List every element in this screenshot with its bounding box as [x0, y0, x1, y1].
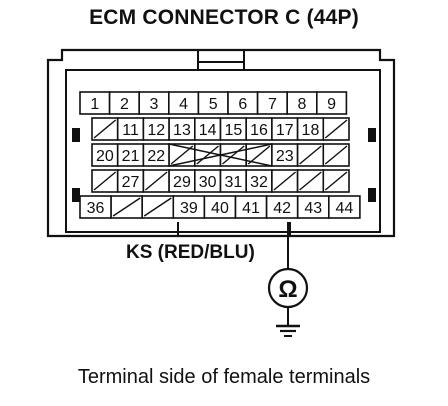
terminal-6: 6	[227, 91, 259, 115]
terminal-label: 40	[211, 200, 229, 217]
terminal-label: 15	[224, 122, 242, 139]
terminal-15: 15	[219, 117, 248, 141]
terminal-empty	[322, 117, 350, 141]
terminal-label: 32	[250, 174, 268, 191]
terminal-7: 7	[256, 91, 289, 115]
side-key-left-lower	[72, 188, 80, 202]
terminal-43: 43	[296, 195, 330, 219]
terminal-label: 29	[173, 174, 191, 191]
terminal-label: 1	[90, 96, 99, 113]
side-key-right-lower	[368, 188, 376, 202]
terminal-label: 42	[273, 200, 291, 217]
terminal-36: 36	[79, 195, 112, 219]
meter-symbol: Ω	[278, 276, 297, 303]
connector-outer-housing	[46, 48, 396, 238]
terminal-8: 8	[286, 91, 318, 115]
ground-icon	[276, 324, 300, 337]
terminal-empty	[219, 143, 248, 167]
wire-label: KS (RED/BLU)	[126, 242, 255, 263]
terminal-12: 12	[142, 117, 170, 141]
terminal-11: 11	[116, 117, 145, 141]
terminal-label: 9	[327, 96, 336, 113]
terminal-3: 3	[138, 91, 170, 115]
terminal-label: 2	[120, 96, 129, 113]
terminal-empty	[296, 169, 325, 193]
terminal-empty	[194, 143, 222, 167]
terminal-empty	[142, 169, 170, 193]
terminal-label: 8	[298, 96, 307, 113]
terminal-13: 13	[168, 117, 196, 141]
terminal-empty	[91, 169, 119, 193]
terminal-label: 31	[224, 174, 242, 191]
terminal-label: 6	[238, 96, 247, 113]
terminal-20: 20	[91, 143, 119, 167]
terminal-4: 4	[168, 91, 200, 115]
terminal-empty	[322, 143, 350, 167]
terminal-16: 16	[245, 117, 273, 141]
terminal-41: 41	[234, 195, 268, 219]
terminal-label: 36	[87, 200, 105, 217]
terminal-label: 44	[335, 200, 353, 217]
terminal-label: 4	[179, 96, 188, 113]
terminal-label: 23	[276, 148, 294, 165]
terminal-17: 17	[271, 117, 299, 141]
terminal-40: 40	[203, 195, 237, 219]
terminal-44: 44	[327, 195, 361, 219]
terminal-label: 41	[242, 200, 260, 217]
terminal-14: 14	[194, 117, 222, 141]
terminal-30: 30	[194, 169, 222, 193]
terminal-label: 3	[150, 96, 159, 113]
terminal-22: 22	[142, 143, 170, 167]
terminal-label: 18	[302, 122, 320, 139]
diagram-caption: Terminal side of female terminals	[77, 366, 371, 388]
terminal-empty	[91, 117, 119, 141]
terminal-5: 5	[197, 91, 229, 115]
terminal-39: 39	[172, 195, 206, 219]
terminal-label: 12	[147, 122, 165, 139]
terminal-empty	[168, 143, 196, 167]
terminal-label: 11	[122, 122, 139, 139]
terminal-empty	[141, 195, 175, 219]
terminal-empty	[296, 143, 325, 167]
terminal-1: 1	[79, 91, 111, 115]
terminal-42: 42	[265, 195, 299, 219]
side-key-left	[72, 128, 80, 142]
terminal-23: 23	[271, 143, 299, 167]
bottom-notch	[177, 222, 291, 236]
terminal-29: 29	[168, 169, 196, 193]
terminal-label: 16	[250, 122, 268, 139]
terminal-31: 31	[219, 169, 248, 193]
terminal-label: 20	[96, 148, 114, 165]
terminal-empty	[271, 169, 299, 193]
terminal-label: 22	[147, 148, 165, 165]
terminal-label: 5	[209, 96, 218, 113]
terminal-9: 9	[315, 91, 348, 115]
terminal-label: 21	[122, 148, 140, 165]
terminal-label: 27	[122, 174, 140, 191]
terminal-21: 21	[116, 143, 145, 167]
ohmmeter-icon: Ω	[267, 267, 309, 309]
terminal-label: 13	[173, 122, 191, 139]
terminal-empty	[245, 143, 273, 167]
terminal-label: 39	[180, 200, 198, 217]
diagram-title: ECM CONNECTOR C (44P)	[89, 6, 359, 29]
terminal-empty	[322, 169, 350, 193]
terminal-label: 7	[268, 96, 277, 113]
terminal-32: 32	[245, 169, 273, 193]
terminal-27: 27	[116, 169, 145, 193]
unused-block-cross	[168, 143, 273, 167]
lock-tab	[197, 50, 245, 70]
terminal-label: 43	[304, 200, 322, 217]
terminal-label: 14	[199, 122, 217, 139]
terminal-2: 2	[108, 91, 140, 115]
terminal-18: 18	[296, 117, 325, 141]
side-key-right	[368, 128, 376, 142]
terminal-label: 17	[276, 122, 294, 139]
terminal-empty	[110, 195, 143, 219]
terminal-label: 30	[199, 174, 217, 191]
